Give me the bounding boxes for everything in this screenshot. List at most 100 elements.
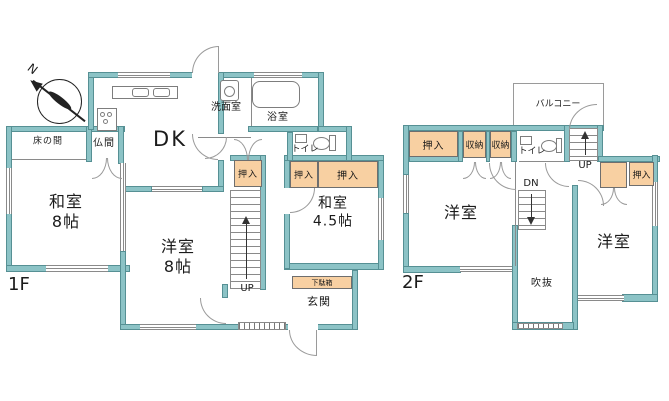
closet-shuno: 収納	[463, 131, 486, 158]
window	[254, 72, 302, 78]
room-label-washitsu45: 和室 4.5帖	[312, 195, 354, 230]
room-label-tokonoma: 床の間	[32, 136, 64, 147]
room-label-senmenshitsu: 洗面室	[211, 101, 241, 113]
toilet-door-arc	[545, 163, 569, 187]
stairs-up-label-2f: UP	[578, 159, 592, 171]
room-label-yokushitsu: 浴室	[267, 111, 289, 123]
back-door-arc	[192, 46, 219, 73]
floor-label-2f: 2F	[402, 272, 424, 293]
stairs-arrow-head	[527, 217, 535, 225]
closet-oshiire: 押入	[234, 160, 262, 187]
wall	[486, 131, 490, 162]
stairs-arrow	[585, 137, 586, 155]
washbasin-bowl	[224, 86, 235, 97]
closet-door-arc	[614, 188, 627, 205]
room-label-toire-1f: トイレ	[291, 144, 319, 155]
stove-burner	[103, 119, 108, 124]
room-label-yoshitsu-left: 洋室	[443, 203, 479, 222]
room-label-yoshitsu-right: 洋室	[596, 232, 632, 251]
toilet-sink-icon	[295, 134, 307, 143]
room-label-dk: DK	[153, 126, 187, 151]
wall	[622, 294, 658, 302]
room-label-washitsu8: 和室 8帖	[48, 192, 84, 231]
yoshitsu8-door-arc	[200, 298, 226, 324]
butsuma-door-arc	[92, 158, 107, 179]
bathtub-icon	[252, 81, 300, 108]
wall	[352, 270, 358, 330]
wall	[284, 263, 384, 270]
stairs-arrow-head	[581, 131, 589, 139]
wall	[346, 126, 352, 161]
stairs-down-label-2f: DN	[523, 177, 539, 189]
window	[403, 175, 409, 213]
compass-north-label: N	[24, 60, 41, 78]
wall	[511, 131, 517, 162]
window	[578, 295, 624, 301]
toilet-bowl-icon	[541, 140, 557, 152]
toilet-bowl-icon	[313, 137, 330, 150]
window	[118, 72, 170, 78]
room-label-genkan: 玄関	[307, 295, 331, 309]
stove-burner	[100, 112, 105, 117]
room-label-fukinuke: 吹抜	[531, 277, 553, 289]
staircase-1f	[230, 190, 261, 289]
door-opening	[284, 188, 290, 214]
wall	[572, 185, 578, 330]
closet-door-arc	[234, 139, 248, 160]
room-label-toire-2f: トイレ	[518, 146, 546, 157]
window	[6, 168, 12, 214]
window	[652, 182, 658, 226]
wall	[403, 125, 409, 175]
stairs-arrow	[246, 224, 247, 279]
wall	[202, 186, 224, 192]
room-line	[515, 162, 516, 266]
closet-door-arc	[248, 139, 262, 160]
washroom-door-arc	[205, 137, 227, 159]
window	[140, 324, 196, 330]
window	[460, 266, 516, 272]
washitsu45-door-arc	[290, 188, 315, 213]
compass-circle	[37, 79, 82, 124]
door-opening	[192, 72, 220, 78]
washroom-bath-divider	[251, 78, 252, 126]
tokonoma-divider-line	[12, 159, 86, 160]
closet-oshiire: 押入	[409, 131, 458, 157]
stairs-arrow	[531, 194, 532, 218]
stairs-arrow-head	[242, 216, 250, 224]
wall	[222, 284, 228, 298]
wall	[458, 131, 463, 162]
kitchen-sink-icon	[153, 88, 170, 97]
stove-burner	[107, 112, 112, 117]
room-label-butsuma: 仏間	[93, 137, 115, 149]
toilet-tank-icon	[329, 135, 336, 151]
wall	[88, 72, 94, 130]
toilet-sink-icon	[520, 136, 532, 145]
wall	[598, 156, 660, 162]
wall	[86, 126, 92, 162]
closet-box	[600, 162, 627, 188]
room-label-balcony: バルコニー	[535, 99, 581, 110]
void-railing-hatch	[517, 323, 563, 329]
room-label-yoshitsu8: 洋室 8帖	[160, 237, 196, 276]
closet-shuno: 収納	[490, 131, 511, 158]
butsuma-door-arc	[107, 158, 122, 179]
window	[46, 265, 108, 272]
shoe-cabinet: 下駄箱	[292, 276, 352, 289]
closet-oshiire: 押入	[318, 161, 378, 188]
kitchen-sink-icon	[132, 88, 149, 97]
porch-hatch	[238, 322, 286, 330]
floor-label-1f: 1F	[8, 274, 30, 295]
compass-icon: N	[25, 61, 94, 128]
wall	[287, 132, 293, 161]
closet-oshiire: 押入	[629, 162, 654, 186]
window	[378, 198, 384, 240]
sliding-door	[120, 163, 126, 251]
wall	[124, 186, 152, 192]
wall	[318, 72, 324, 132]
wall	[403, 213, 409, 273]
door-opening	[288, 324, 318, 330]
entrance-door-arc	[289, 330, 317, 356]
wall	[120, 251, 126, 330]
sliding-door	[152, 186, 202, 192]
closet-door-arc	[463, 162, 475, 179]
